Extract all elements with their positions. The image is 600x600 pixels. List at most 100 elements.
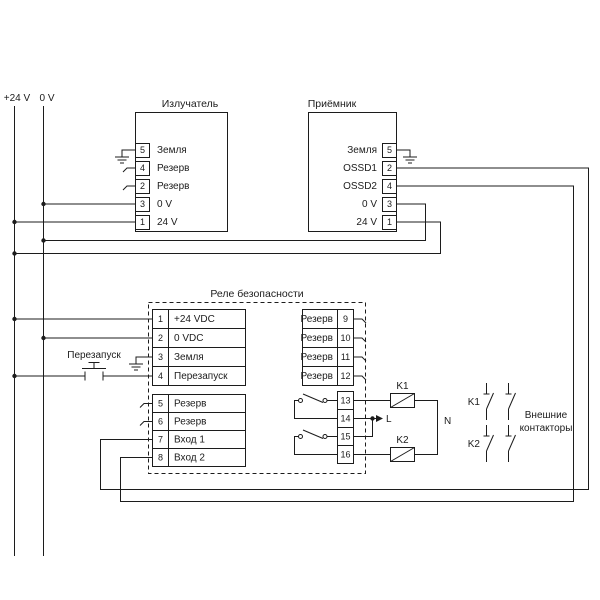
relay-pin-label: Резерв <box>301 314 333 325</box>
receiver-pin-terminals <box>382 143 397 230</box>
relay-pin-label: Резерв <box>174 399 206 410</box>
relay-grid-13-16 <box>337 409 354 446</box>
relay-pin-label: Вход 2 <box>174 453 205 464</box>
relay-contact-13-14 <box>294 393 338 419</box>
relay-supply-wires <box>14 318 153 339</box>
line-arrow-icon <box>376 415 383 422</box>
junction-dot <box>12 219 17 225</box>
junction-dots <box>12 201 375 421</box>
relay-grid-1-4 <box>152 309 246 386</box>
emitter-pin-label: 0 V <box>157 199 172 210</box>
relay-pin-label: Перезапуск <box>174 371 228 382</box>
rail-lines <box>14 106 44 556</box>
receiver-pin-number: 3 <box>387 199 392 209</box>
relay-pin-label: Земля <box>174 352 204 363</box>
ossd2-wire <box>120 185 574 502</box>
emitter-pin-number: 4 <box>140 163 145 173</box>
relay-pin-number: 9 <box>343 314 348 324</box>
neutral-n-label: N <box>444 416 451 427</box>
relay-pin-number: 5 <box>158 399 163 409</box>
contactor-k1-label: K1 <box>468 397 481 408</box>
contactor-k2-label: K2 <box>468 439 481 450</box>
emitter-block: Излучатель 5 4 2 3 1 Земля Резерв Резерв… <box>115 98 228 232</box>
junction-dot <box>41 335 46 341</box>
relay-pin-number: 7 <box>158 435 163 445</box>
emitter-pin-number: 5 <box>140 145 145 155</box>
receiver-supply-wires <box>14 203 441 254</box>
contact-terminal <box>322 434 328 439</box>
relay-contact-15-16 <box>294 429 338 455</box>
receiver-pin-label: Земля <box>347 145 377 156</box>
receiver-ground-symbol <box>396 149 417 164</box>
output-circuit: K1 K2 L N <box>353 381 451 462</box>
emitter-ground-symbol <box>115 149 136 164</box>
contact-terminal <box>298 434 303 439</box>
k1-coil-label: K1 <box>396 381 409 392</box>
junction-dot <box>12 251 17 256</box>
contactors-caption-line1: Внешние <box>525 410 568 421</box>
line-l-label: L <box>386 414 392 425</box>
ossd-wires <box>100 167 589 502</box>
relay-pin-label: 0 VDC <box>174 333 203 344</box>
contact-blade <box>302 393 324 403</box>
receiver-pin-number: 2 <box>387 163 392 173</box>
receiver-pin-label: OSSD1 <box>343 163 377 174</box>
emitter-pin-label: Земля <box>157 145 187 156</box>
receiver-box <box>308 112 397 232</box>
relay-pin-number: 11 <box>341 352 350 362</box>
relay-title: Реле безопасности <box>210 288 303 300</box>
junction-dot <box>12 316 17 322</box>
contactors-caption-line2: контакторы <box>520 423 573 434</box>
k1-coil-slash <box>390 393 415 408</box>
pushbutton-symbol <box>82 362 106 381</box>
emitter-reserve-stubs <box>122 167 136 191</box>
k2-coil-label: K2 <box>396 435 409 446</box>
relay-pin-label: Резерв <box>301 333 333 344</box>
restart-label: Перезапуск <box>67 350 121 361</box>
power-rails: +24 V 0 V <box>4 93 55 556</box>
relay-pin-number: 14 <box>340 414 350 424</box>
receiver-pin-number: 1 <box>387 217 392 227</box>
restart-button: Перезапуск <box>14 350 153 381</box>
relay-pin-label: Резерв <box>301 371 333 382</box>
receiver-pin-label: 0 V <box>362 199 377 210</box>
receiver-title: Приёмник <box>308 98 357 110</box>
ossd1-wire <box>100 167 589 490</box>
relay-pin-number: 12 <box>340 371 350 381</box>
relay-pin-number: 8 <box>158 453 163 463</box>
relay-pin-number: 16 <box>340 450 350 460</box>
k2-coil-slash <box>390 447 415 462</box>
relay-grid-9-12 <box>302 309 354 386</box>
receiver-block: Приёмник 5 2 4 3 1 Земля OSSD1 OSSD2 0 V… <box>308 98 417 232</box>
receiver-pin-number: 5 <box>387 145 392 155</box>
relay-grid-5-8 <box>152 394 246 467</box>
relay-pin-number: 15 <box>340 432 350 442</box>
emitter-pin-label: Резерв <box>157 163 189 174</box>
relay-dashed-outline <box>148 302 366 474</box>
safety-relay-block: Реле безопасности 1 2 3 4 +24 VDC 0 VDC … <box>129 288 367 474</box>
relay-pin-number: 6 <box>158 417 163 427</box>
rail-24v-label: +24 V <box>4 93 31 104</box>
relay-ground-symbol <box>129 356 153 371</box>
external-contactors: K1 K2 Внешние контакторы <box>468 383 573 462</box>
relay-pin-number: 3 <box>158 352 163 362</box>
relay-left-reserve-stubs <box>139 403 153 426</box>
relay-right-reserve-stubs <box>353 318 367 381</box>
junction-dot <box>12 373 17 379</box>
receiver-pin-label: OSSD2 <box>343 181 377 192</box>
relay-pin-number: 1 <box>158 314 163 324</box>
relay-pin-number: 13 <box>340 396 350 406</box>
junction-dot <box>41 201 46 207</box>
emitter-pin-label: Резерв <box>157 181 189 192</box>
relay-pin-label: Резерв <box>301 352 333 363</box>
junction-dot <box>41 238 46 243</box>
receiver-pin-label: 24 V <box>356 217 377 228</box>
coil-wires <box>353 400 438 455</box>
contact-blade <box>302 429 324 439</box>
emitter-supply-wires <box>14 203 136 223</box>
contact-wire <box>294 400 338 419</box>
emitter-pin-label: 24 V <box>157 217 178 228</box>
relay-pin-number: 4 <box>158 371 163 381</box>
relay-pin-label: Вход 1 <box>174 435 205 446</box>
